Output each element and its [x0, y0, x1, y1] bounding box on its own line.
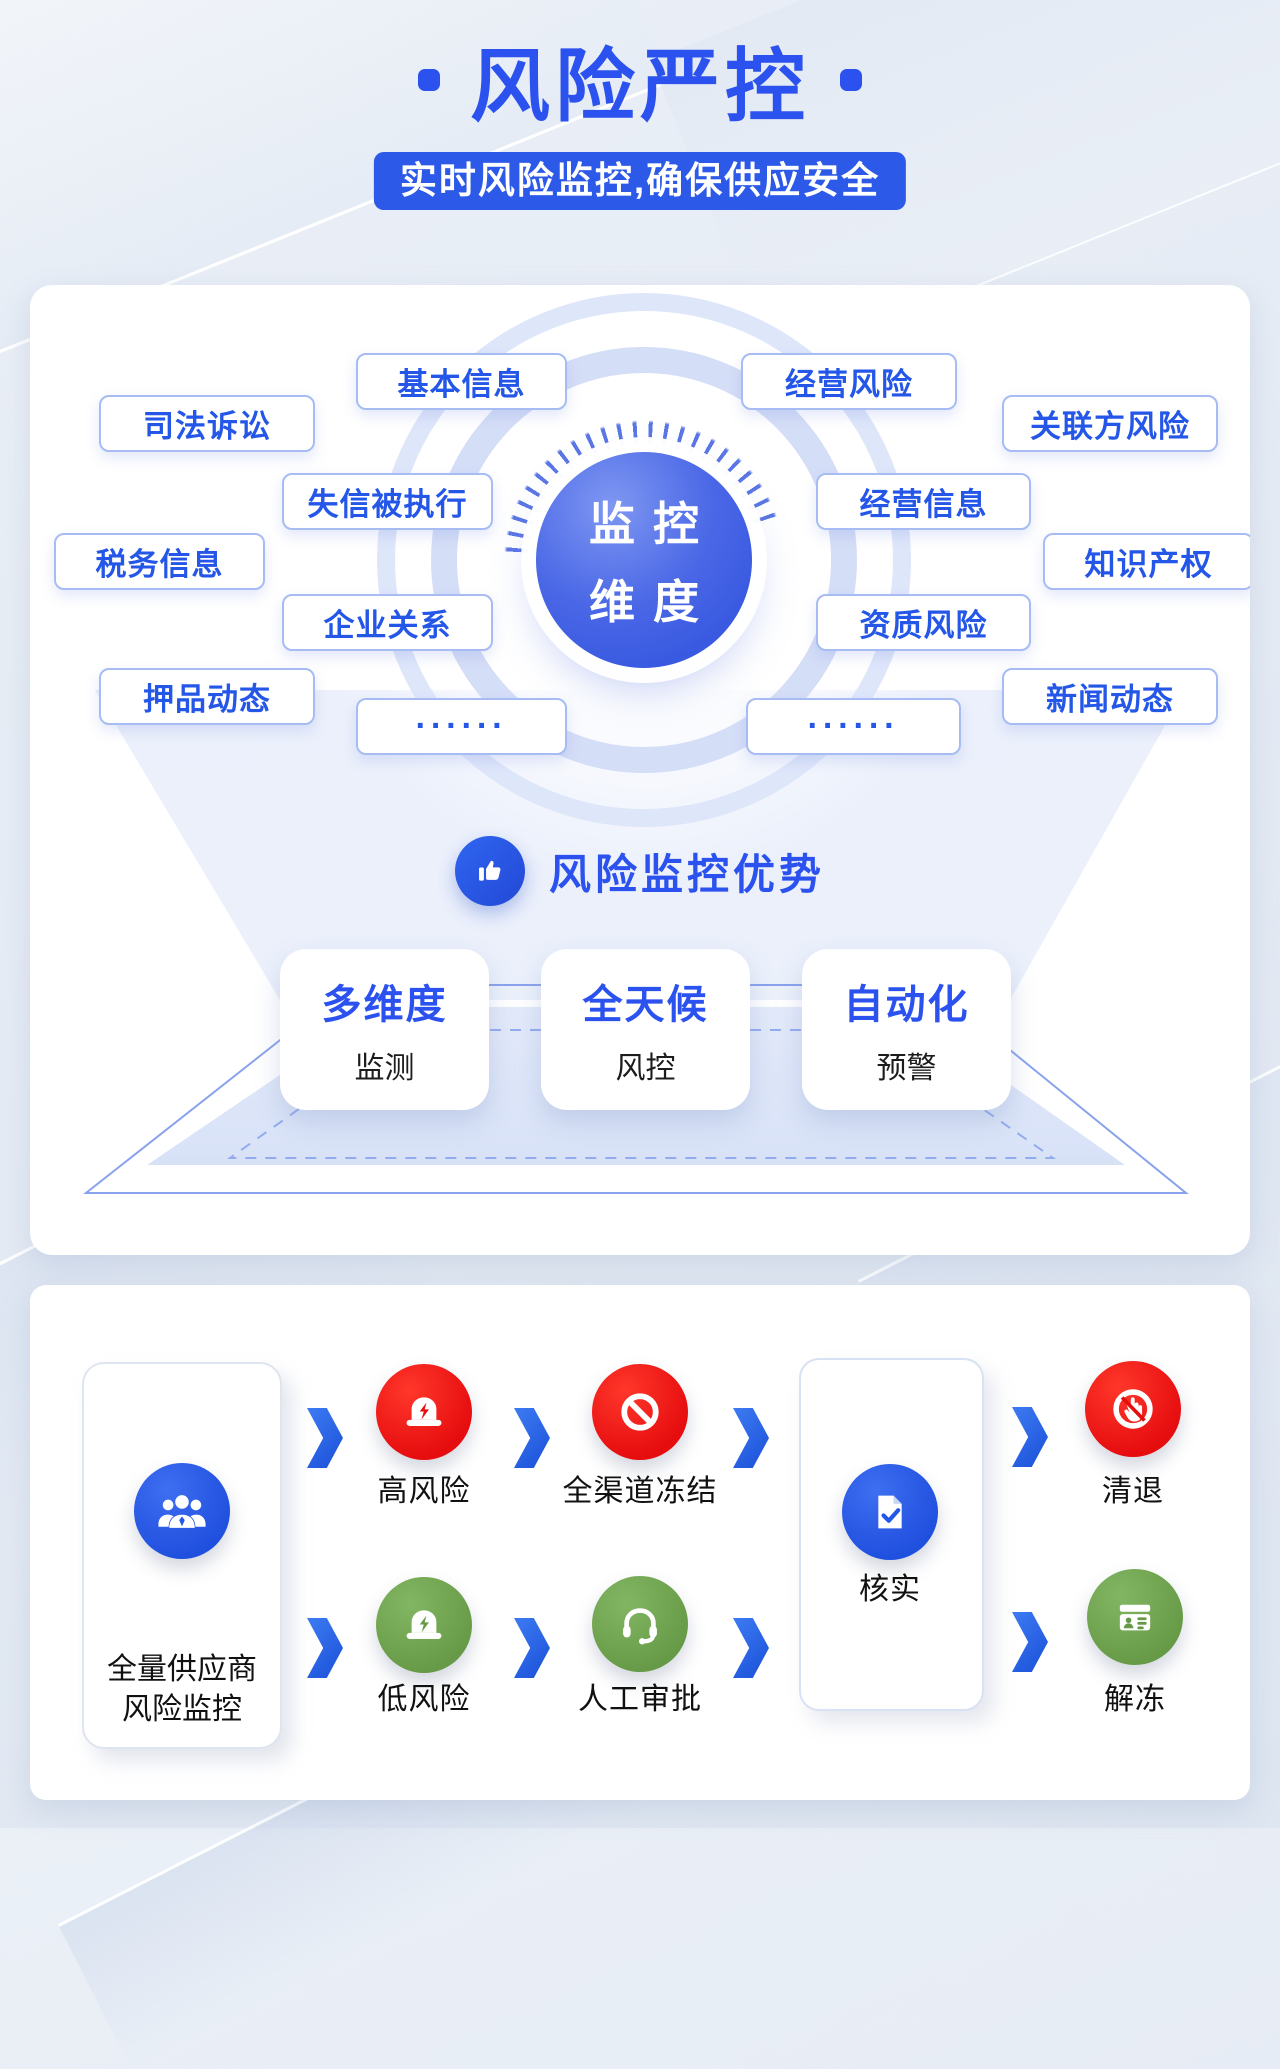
stop-hand-icon [1113, 1389, 1153, 1429]
advantage-card-automated: 自动化 预警 [802, 949, 1011, 1110]
freeze-label: 全渠道冻结 [562, 1475, 718, 1508]
advantage-subtitle: 风控 [615, 1052, 676, 1085]
supplier-monitor-label: 全量供应商 风险监控 [84, 1650, 280, 1730]
dimension-label-operating-info: 经营信息 [816, 473, 1031, 530]
high-risk-label: 高风险 [377, 1475, 471, 1508]
advantage-title: 多维度 [321, 983, 448, 1027]
freeze-icon-circle [592, 1364, 688, 1460]
high-risk-icon-circle [376, 1364, 472, 1460]
alarm-icon [406, 1610, 442, 1639]
title-dot-right [840, 69, 862, 91]
chevron-arrow [514, 1618, 550, 1678]
dimension-label-more-left: ······ [356, 698, 567, 755]
dimension-label-intellectual-property: 知识产权 [1043, 533, 1250, 590]
manual-review-label: 人工审批 [578, 1683, 702, 1716]
headset-icon [623, 1608, 657, 1645]
advantage-subtitle: 监测 [354, 1052, 415, 1085]
people-group-icon [158, 1495, 206, 1528]
page-title-row: 风险严控 [0, 22, 1280, 138]
suppliers-icon-circle [134, 1463, 230, 1559]
chevron-arrow [307, 1408, 343, 1468]
dimension-label-news-dynamics: 新闻动态 [1002, 668, 1218, 725]
chevron-arrow [307, 1618, 343, 1678]
chevron-arrow [514, 1408, 550, 1468]
verify-label: 核实 [859, 1573, 921, 1606]
low-risk-icon-circle [376, 1577, 472, 1673]
monitor-hub-circle: 监控 维度 [536, 452, 752, 668]
verify-icon-circle [842, 1464, 938, 1560]
hub-text-line2: 维度 [589, 576, 717, 628]
monitor-dimensions-card: 监控 维度 基本信息 经营风险 司法诉讼 关联方风险 失信被执行 经营信息 税务… [30, 285, 1250, 1255]
advantage-title: 自动化 [843, 983, 970, 1027]
evict-icon-circle [1085, 1361, 1181, 1457]
advantage-subtitle: 预警 [876, 1052, 937, 1085]
dimension-label-tax-info: 税务信息 [54, 533, 265, 590]
low-risk-label: 低风险 [377, 1683, 471, 1716]
dimension-label-collateral-dynamics: 押品动态 [99, 668, 315, 725]
evict-label: 清退 [1102, 1475, 1164, 1508]
dimension-label-judicial-litigation: 司法诉讼 [99, 395, 315, 452]
unfreeze-label: 解冻 [1104, 1683, 1166, 1716]
supplier-label-line1: 全量供应商 [107, 1653, 257, 1686]
chevron-arrow [733, 1618, 769, 1678]
supplier-label-line2: 风险监控 [122, 1693, 242, 1726]
chevron-arrow [733, 1408, 769, 1468]
supplier-monitor-box: 全量供应商 风险监控 [82, 1362, 282, 1749]
advantages-heading-row: 风险监控优势 [30, 836, 1250, 906]
alarm-icon [406, 1397, 442, 1426]
dimension-label-operating-risk: 经营风险 [741, 353, 957, 410]
dimension-label-basic-info: 基本信息 [356, 353, 567, 410]
chevron-arrow [1012, 1612, 1048, 1672]
id-card-icon [1119, 1604, 1151, 1631]
document-check-icon [878, 1495, 902, 1529]
hub-text-line1: 监控 [589, 498, 717, 550]
advantage-title: 全天候 [582, 983, 709, 1027]
dimension-label-dishonesty-enforcement: 失信被执行 [282, 473, 493, 530]
dimension-label-related-party-risk: 关联方风险 [1002, 395, 1218, 452]
dimension-label-qualification-risk: 资质风险 [816, 594, 1031, 651]
advantage-card-multi-dimension: 多维度 监测 [280, 949, 489, 1110]
manual-review-icon-circle [592, 1576, 688, 1672]
thumbs-up-icon [454, 836, 525, 906]
dimension-label-more-right: ······ [746, 698, 961, 755]
chevron-arrow [1012, 1407, 1048, 1467]
unfreeze-icon-circle [1087, 1569, 1183, 1665]
title-dot-left [418, 69, 440, 91]
prohibition-icon [621, 1393, 659, 1431]
hub-rings [377, 293, 911, 827]
page-title: 风险严控 [470, 42, 810, 131]
dimension-label-enterprise-relations: 企业关系 [282, 594, 493, 651]
risk-flow-card: 全量供应商 风险监控 高风险 全渠道冻结 [30, 1285, 1250, 1800]
page-subtitle-banner: 实时风险监控,确保供应安全 [373, 152, 907, 210]
advantage-card-all-weather: 全天候 风控 [541, 949, 750, 1110]
advantages-heading: 风险监控优势 [548, 850, 825, 898]
